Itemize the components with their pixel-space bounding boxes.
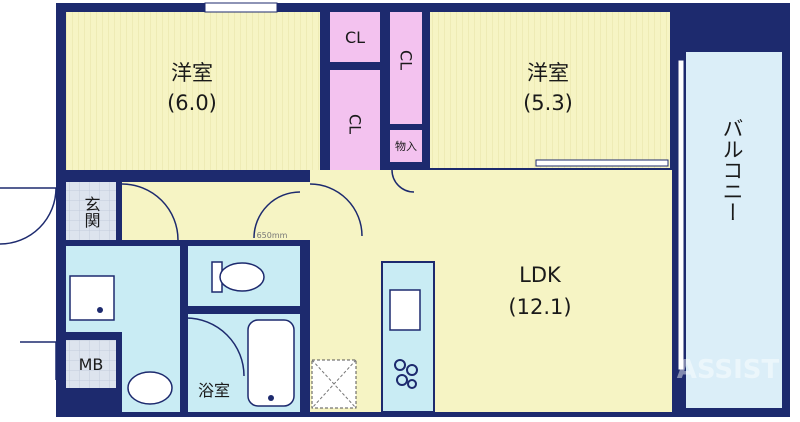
ldk-size: (12.1) <box>508 295 571 319</box>
toilet-door <box>253 191 301 239</box>
door-width-note: 650mm <box>257 231 288 240</box>
stove-burner <box>396 374 408 386</box>
western-room-left-size: (6.0) <box>167 91 217 115</box>
bathroom-label: 浴室 <box>198 381 230 400</box>
stove-burner <box>394 359 406 371</box>
stove-burner <box>407 379 417 389</box>
kitchen-counter <box>381 261 435 413</box>
western-room-right-size: (5.3) <box>523 91 573 115</box>
entrance-door <box>0 187 57 245</box>
closet-b-label: CL <box>346 114 365 134</box>
bath-drain <box>268 395 274 401</box>
washer-drain <box>97 307 103 313</box>
mb-box <box>66 340 116 388</box>
toilet-bowl <box>219 262 265 292</box>
bath-door <box>185 317 245 377</box>
meter-box-label: MB <box>79 355 104 374</box>
entrance-label: 玄関 <box>82 196 101 229</box>
window-left-room <box>204 2 278 13</box>
balcony-floor <box>686 52 782 408</box>
entrance-floor <box>66 182 116 240</box>
ldk-floor <box>310 170 672 412</box>
storage <box>390 130 422 162</box>
bathtub <box>247 319 295 407</box>
storage-door <box>391 169 415 193</box>
mb-wall <box>56 340 66 417</box>
western-room-right-floor <box>430 12 670 168</box>
watermark-logo: ASSIST <box>677 355 780 385</box>
balcony-notch <box>678 3 790 51</box>
ldk-connector-floor <box>310 178 390 190</box>
window-right-room <box>535 159 669 167</box>
closet-a <box>330 12 380 62</box>
western-room-right-name: 洋室 <box>527 61 569 85</box>
ldk-name: LDK <box>519 263 562 287</box>
closet-a-label: CL <box>345 28 365 47</box>
fridge-cross <box>311 359 357 409</box>
hall-door-right <box>309 183 363 237</box>
window-balcony <box>677 59 685 371</box>
balcony-label: バルコニー <box>720 118 744 223</box>
closet-b <box>330 70 380 170</box>
mb-door <box>20 341 57 380</box>
western-room-left-floor <box>66 12 320 170</box>
washer-pan <box>69 275 115 321</box>
closet-c-label: CL <box>397 50 416 70</box>
wash-basin <box>127 371 173 405</box>
hall-door-left <box>121 183 179 241</box>
stove-burner <box>406 364 418 376</box>
storage-label: 物入 <box>395 139 417 153</box>
hall-floor <box>122 182 310 240</box>
kitchen-sink <box>389 289 421 331</box>
closet-c <box>390 12 422 124</box>
western-room-left-name: 洋室 <box>171 61 213 85</box>
